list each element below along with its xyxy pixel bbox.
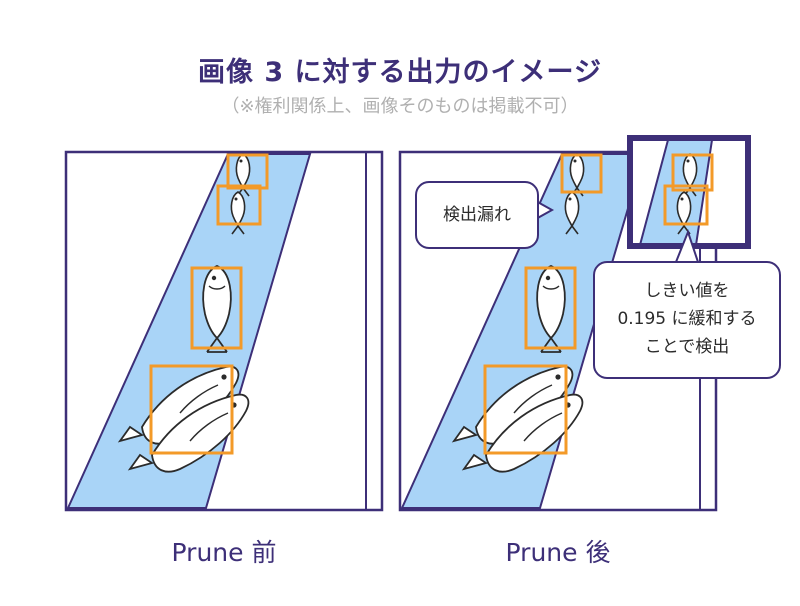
callout-missed: 検出漏れ xyxy=(415,181,539,249)
callout-missed-text: 検出漏れ xyxy=(443,205,511,225)
bbox-right-2 xyxy=(524,266,577,350)
callout-threshold: しきい値を 0.195 に緩和する ことで検出 xyxy=(593,261,781,379)
panel-before xyxy=(64,150,384,512)
label-after: Prune 後 xyxy=(505,538,611,567)
callout-threshold-line3: ことで検出 xyxy=(644,337,730,357)
callout-threshold-line1: しきい値を xyxy=(644,281,730,301)
bbox-right-3 xyxy=(483,364,568,455)
callout-threshold-line2: 0.195 に緩和する xyxy=(617,309,757,329)
bbox-left-2 xyxy=(216,184,262,226)
page-title: 画像 3 に対する出力のイメージ xyxy=(197,57,603,88)
bbox-left-3 xyxy=(190,266,243,350)
label-before: Prune 前 xyxy=(171,538,277,567)
bbox-right-1 xyxy=(560,153,603,194)
bbox-inset-1 xyxy=(671,153,714,192)
zoom-inset xyxy=(627,135,751,249)
bbox-left-1 xyxy=(226,153,269,190)
page-subtitle: （※権利関係上、画像そのものは掲載不可） xyxy=(221,96,579,117)
bbox-left-4 xyxy=(149,364,234,455)
bbox-inset-2 xyxy=(663,184,709,226)
